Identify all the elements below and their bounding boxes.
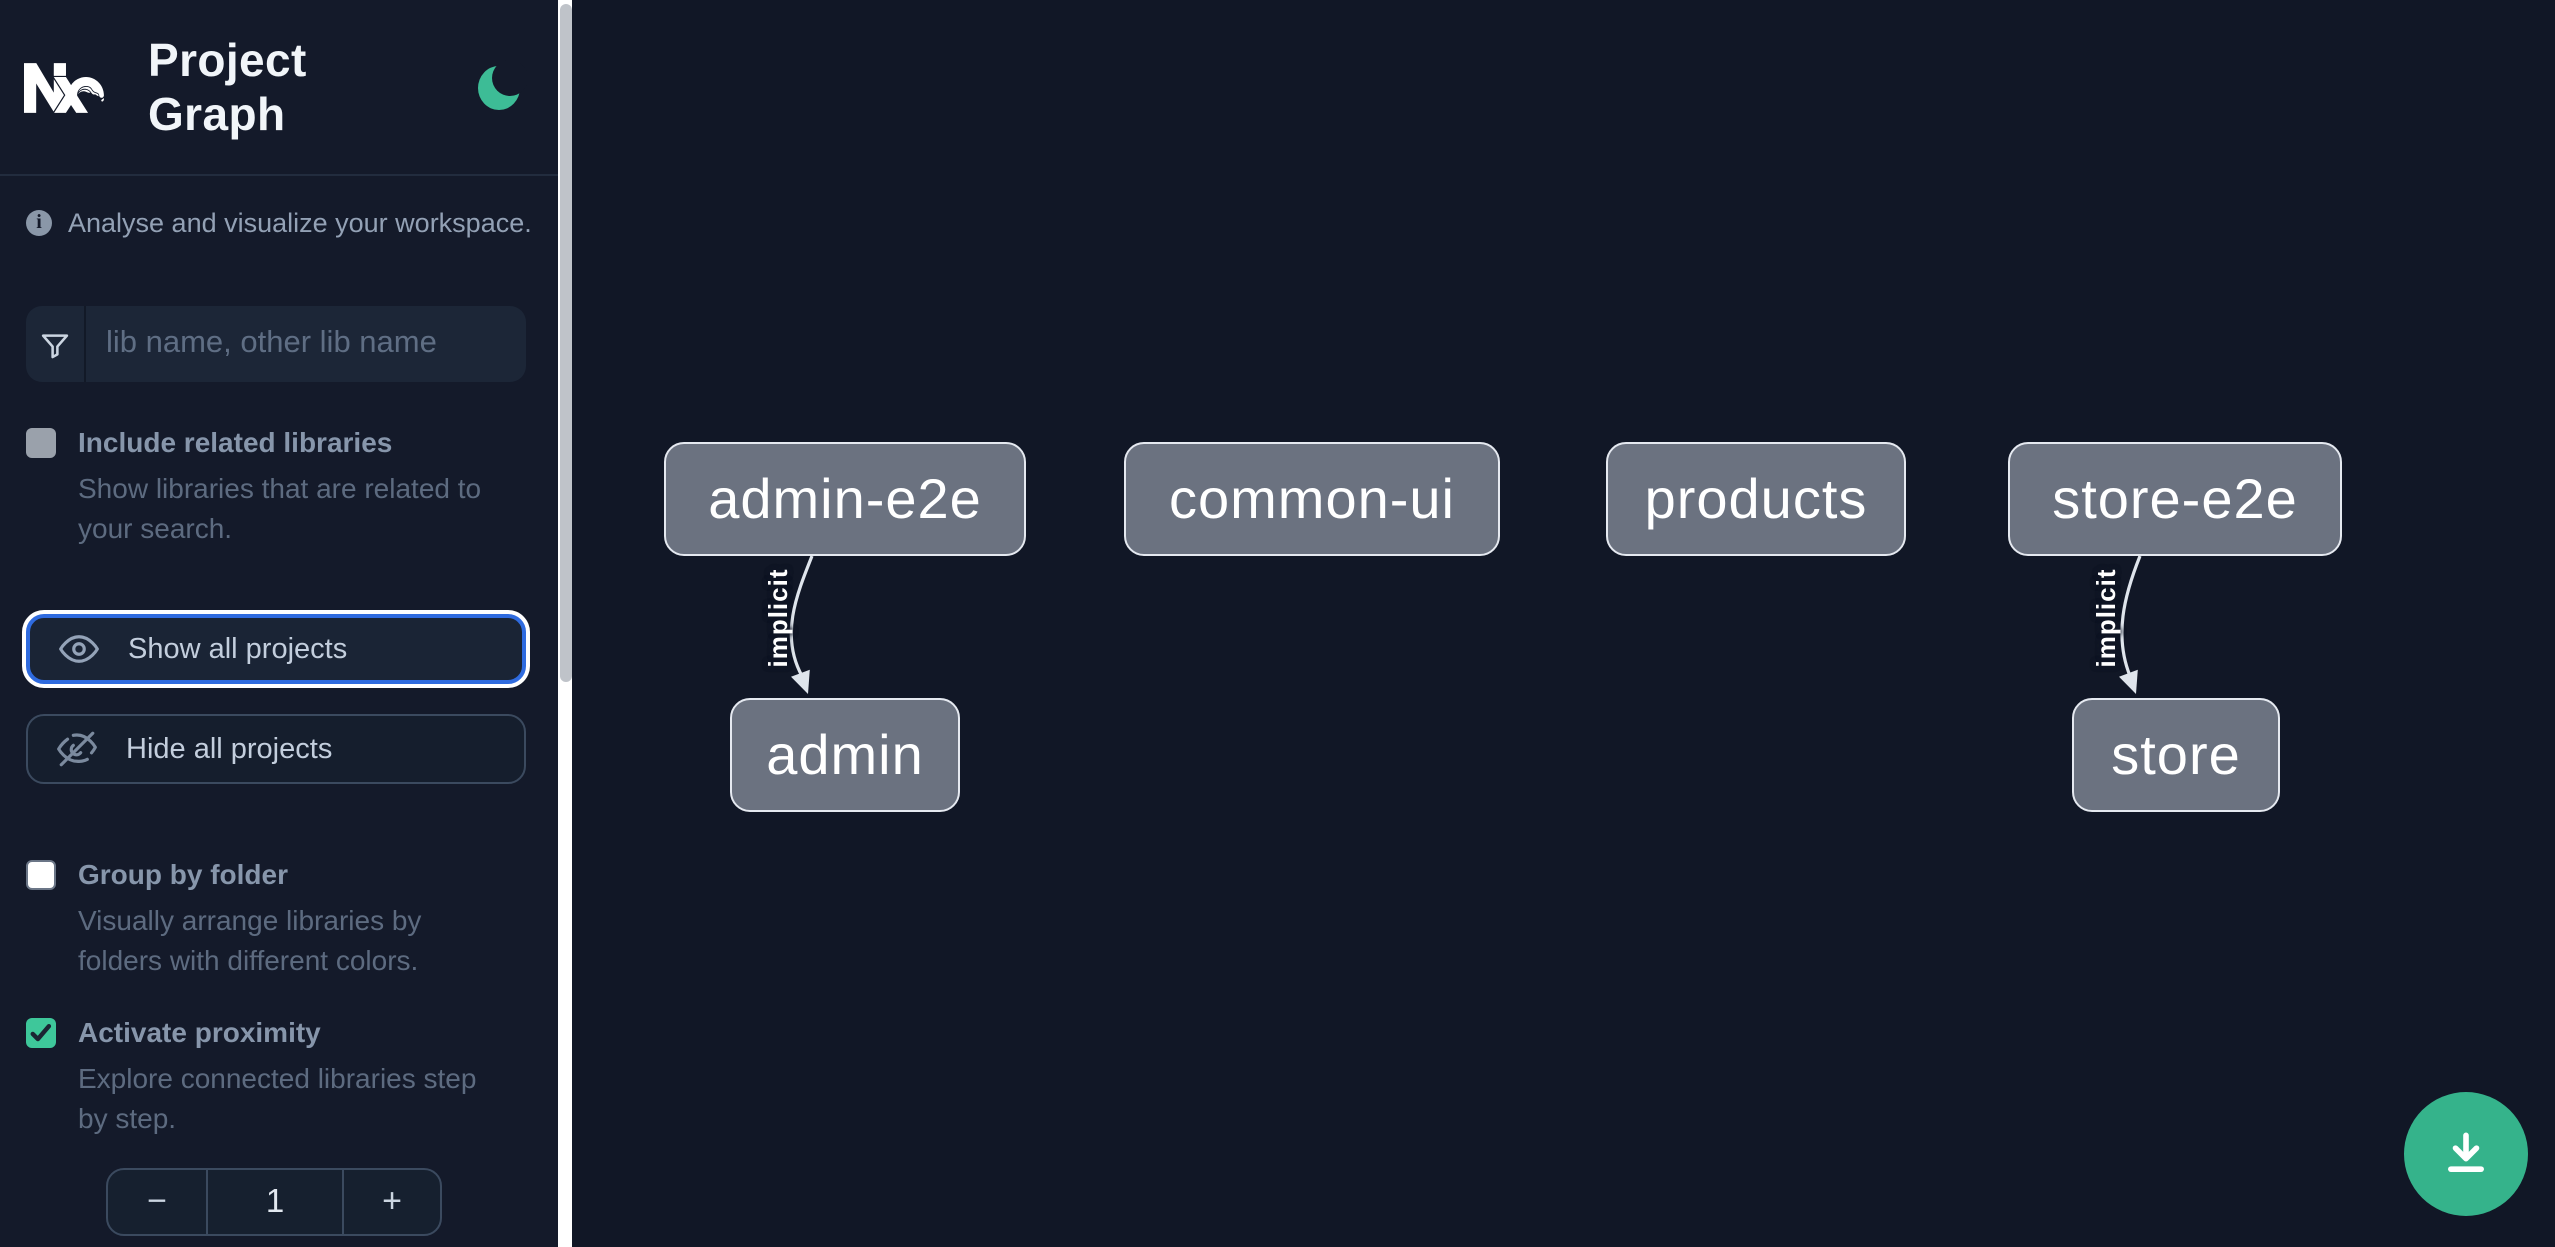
group-by-folder-label[interactable]: Group by folder: [78, 858, 288, 890]
graph-node-store-e2e[interactable]: store-e2e: [2008, 442, 2342, 556]
arrowhead-icon: [791, 669, 810, 694]
moon-icon[interactable]: [478, 59, 528, 109]
edge-label-implicit[interactable]: implicit: [763, 568, 793, 668]
proximity-increment-button[interactable]: +: [342, 1170, 440, 1234]
proximity-decrement-button[interactable]: −: [108, 1170, 208, 1234]
eye-icon: [59, 635, 99, 663]
check-icon: [30, 1024, 52, 1042]
download-button[interactable]: [2404, 1092, 2528, 1216]
edge-admin-e2e-admin: [789, 555, 814, 677]
group-by-folder-checkbox[interactable]: [26, 860, 56, 890]
nx-logo-icon: [24, 62, 104, 112]
include-related-label[interactable]: Include related libraries: [78, 426, 393, 458]
sidebar: Project Graph i Analyse and visualize yo…: [0, 0, 572, 1247]
graph-node-admin[interactable]: admin: [730, 698, 960, 812]
sidebar-header: Project Graph: [0, 0, 572, 176]
activate-proximity-label[interactable]: Activate proximity: [78, 1016, 321, 1048]
graph-node-admin-e2e[interactable]: admin-e2e: [664, 442, 1026, 556]
include-related-checkbox[interactable]: [26, 428, 56, 458]
proximity-stepper: − 1 +: [106, 1168, 442, 1236]
hide-all-projects-label: Hide all projects: [126, 733, 333, 765]
info-icon: i: [26, 210, 52, 236]
show-all-projects-button[interactable]: Show all projects: [26, 614, 526, 684]
hide-all-projects-button[interactable]: Hide all projects: [26, 714, 526, 784]
graph-node-common-ui[interactable]: common-ui: [1124, 442, 1500, 556]
eye-off-icon: [57, 731, 97, 767]
search-input[interactable]: [86, 306, 526, 382]
activate-proximity-description: Explore connected libraries step by step…: [78, 1062, 477, 1134]
download-icon: [2448, 1132, 2484, 1172]
tagline-text: Analyse and visualize your workspace.: [68, 208, 532, 238]
edge-label-implicit[interactable]: implicit: [2091, 568, 2121, 668]
filter-input-group: [26, 306, 526, 382]
include-related-description: Show libraries that are related to your …: [78, 472, 482, 544]
group-by-folder-description: Visually arrange libraries by folders wi…: [78, 904, 422, 976]
edge-store-e2e-store: [2120, 555, 2142, 677]
graph-edges: [789, 555, 2142, 694]
graph-node-store[interactable]: store: [2072, 698, 2280, 812]
funnel-icon: [26, 306, 86, 382]
show-all-projects-label: Show all projects: [128, 633, 348, 665]
graph-canvas[interactable]: admin-e2e common-ui products store-e2e a…: [572, 0, 2555, 1247]
activate-proximity-checkbox[interactable]: [26, 1018, 56, 1048]
arrowhead-icon: [2119, 669, 2138, 694]
sidebar-scrollbar-track: [558, 0, 572, 1247]
proximity-value[interactable]: 1: [265, 1183, 285, 1219]
page-title: Project Graph: [148, 33, 307, 139]
sidebar-scrollbar-thumb[interactable]: [559, 4, 571, 682]
graph-node-products[interactable]: products: [1606, 442, 1906, 556]
